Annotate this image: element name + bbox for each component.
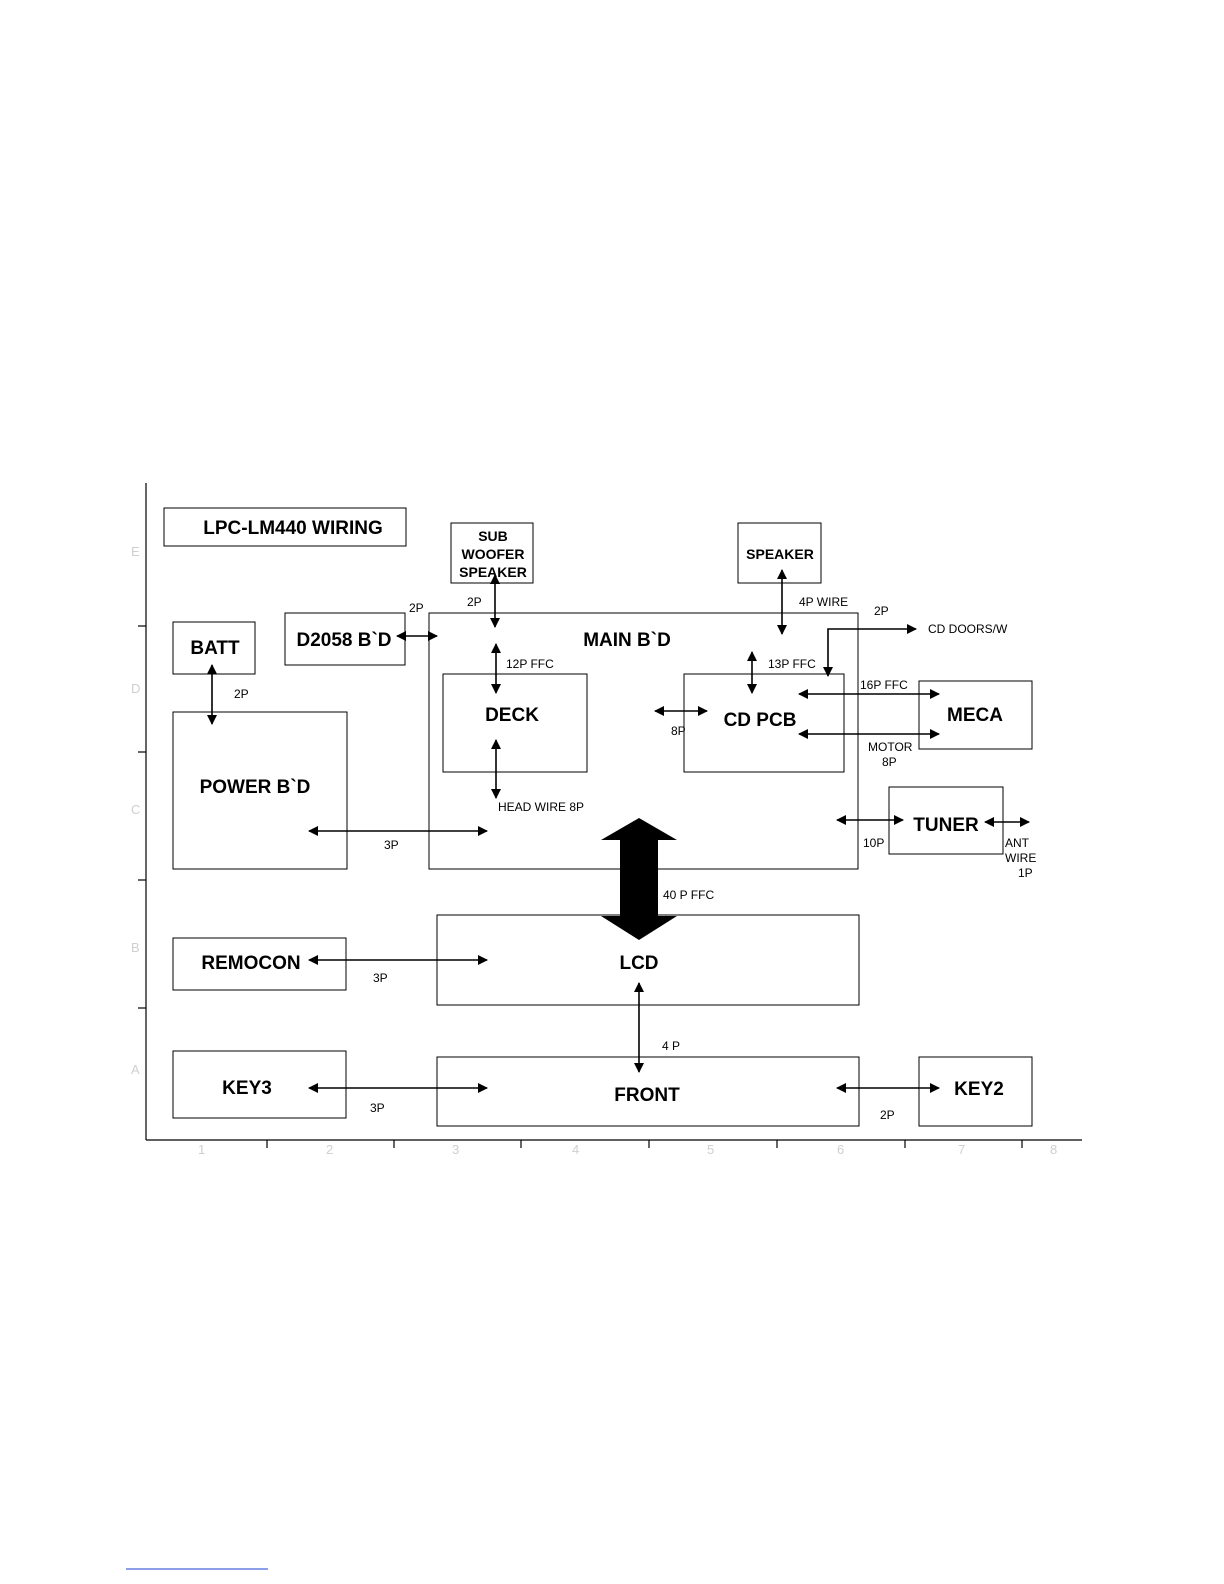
grid-col-label: 5 (707, 1142, 714, 1157)
grid-row-label: E (131, 544, 140, 559)
label-power-3p: 3P (384, 838, 399, 852)
label-motor: MOTOR (868, 740, 913, 754)
grid-col-label: 3 (452, 1142, 459, 1157)
boxes (164, 508, 1032, 1126)
meca-label: MECA (947, 705, 1003, 726)
grid-col-label: 6 (837, 1142, 844, 1157)
grid-row-label: D (131, 681, 140, 696)
grid-col-label: 4 (572, 1142, 579, 1157)
label-16p-ffc: 16P FFC (860, 678, 908, 692)
grid-col-label: 1 (198, 1142, 205, 1157)
label-ant-1p: 1P (1018, 866, 1033, 880)
label-motor-8p: 8P (882, 755, 897, 769)
label-cd-doors-2p: 2P (874, 604, 889, 618)
cd-pcb-label: CD PCB (724, 710, 797, 731)
label-key3-3p: 3P (370, 1101, 385, 1115)
label-40p-ffc: 40 P FFC (663, 888, 714, 902)
label-head-wire: HEAD WIRE 8P (498, 800, 584, 814)
label-4p: 4 P (662, 1039, 680, 1053)
grid-col-labels: 1 2 3 4 5 6 7 8 (198, 1142, 1057, 1157)
sub-woofer-label-3: SPEAKER (459, 564, 527, 580)
key3-label: KEY3 (222, 1078, 272, 1099)
label-sub-2p: 2P (467, 595, 482, 609)
power-board-label: POWER B`D (200, 777, 311, 798)
label-ant-wire: WIRE (1005, 851, 1036, 865)
label-deck-cd-8p: 8P (671, 724, 686, 738)
label-key2-2p: 2P (880, 1108, 895, 1122)
key2-label: KEY2 (954, 1079, 1004, 1100)
arrow-main-lcd-ffc (601, 818, 677, 940)
label-13p-ffc: 13P FFC (768, 657, 816, 671)
label-remocon-3p: 3P (373, 971, 388, 985)
main-board-label: MAIN B`D (583, 630, 671, 651)
label-4p-wire: 4P WIRE (799, 595, 848, 609)
label-batt-2p: 2P (234, 687, 249, 701)
front-label: FRONT (614, 1085, 680, 1106)
sub-woofer-label-2: WOOFER (462, 546, 525, 562)
lcd-label: LCD (619, 953, 658, 974)
grid-row-label: C (131, 802, 140, 817)
tuner-label: TUNER (913, 815, 979, 836)
deck-label: DECK (485, 705, 539, 726)
label-d2058-2p: 2P (409, 601, 424, 615)
label-ant: ANT (1005, 836, 1030, 850)
grid-col-label: 2 (326, 1142, 333, 1157)
speaker-label: SPEAKER (746, 546, 814, 562)
grid-row-labels: E D C B A (131, 544, 140, 1077)
diagram-title: LPC-LM440 WIRING (203, 518, 382, 539)
grid-row-label: B (131, 940, 140, 955)
remocon-label: REMOCON (201, 953, 300, 974)
d2058-label: D2058 B`D (296, 630, 391, 651)
grid-row-label: A (131, 1062, 140, 1077)
grid-col-label: 7 (958, 1142, 965, 1157)
label-12p-ffc: 12P FFC (506, 657, 554, 671)
label-tuner-10p: 10P (863, 836, 884, 850)
label-cd-doors: CD DOORS/W (928, 622, 1008, 636)
grid-col-label: 8 (1050, 1142, 1057, 1157)
arrow-cd-doors (828, 629, 916, 676)
sub-woofer-label-1: SUB (478, 528, 508, 544)
batt-label: BATT (190, 638, 240, 659)
